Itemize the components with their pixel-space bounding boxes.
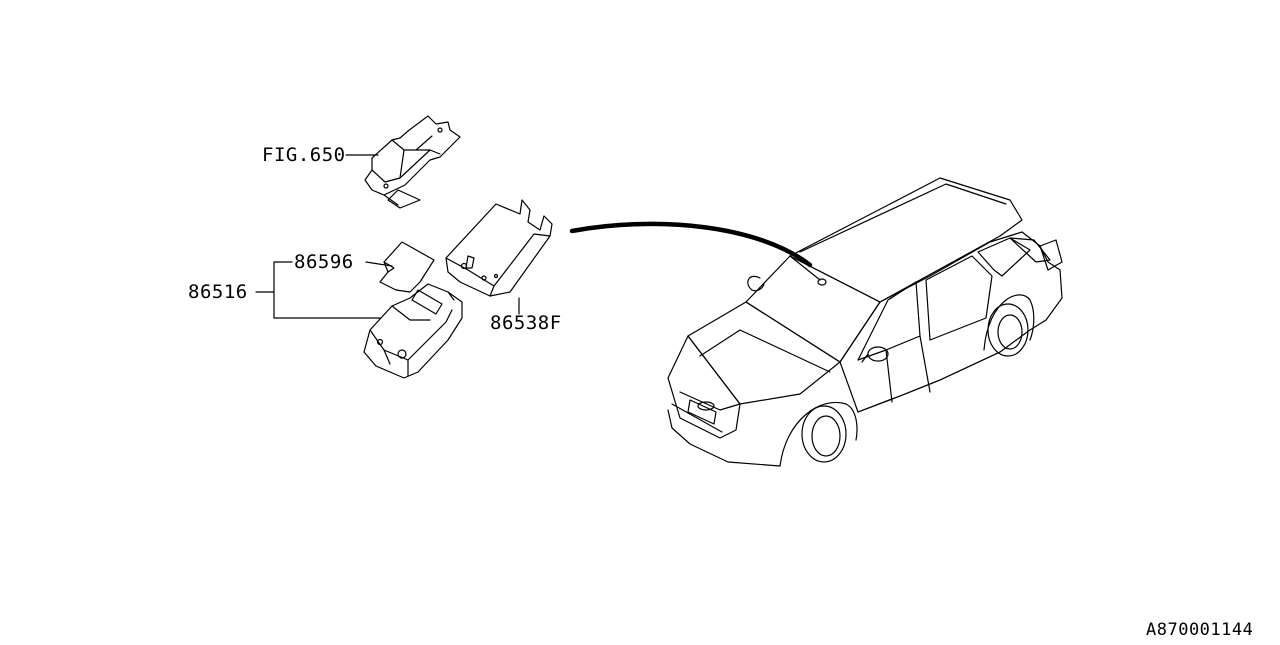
- bracket-86538F: [445, 199, 553, 297]
- callout-fig650: FIG.650: [262, 144, 346, 166]
- leader-lines: [255, 154, 520, 319]
- pad-86596: [379, 241, 435, 293]
- fig650-bracket: [364, 115, 461, 209]
- diagram-id: A870001144: [1146, 620, 1254, 640]
- location-arrow-line: [569, 221, 813, 268]
- callout-86516: 86516: [188, 281, 248, 303]
- callout-86538f: 86538F: [490, 312, 562, 334]
- unit-86516: [363, 283, 463, 379]
- car-illustration: [667, 177, 1063, 467]
- callout-86596: 86596: [294, 251, 354, 273]
